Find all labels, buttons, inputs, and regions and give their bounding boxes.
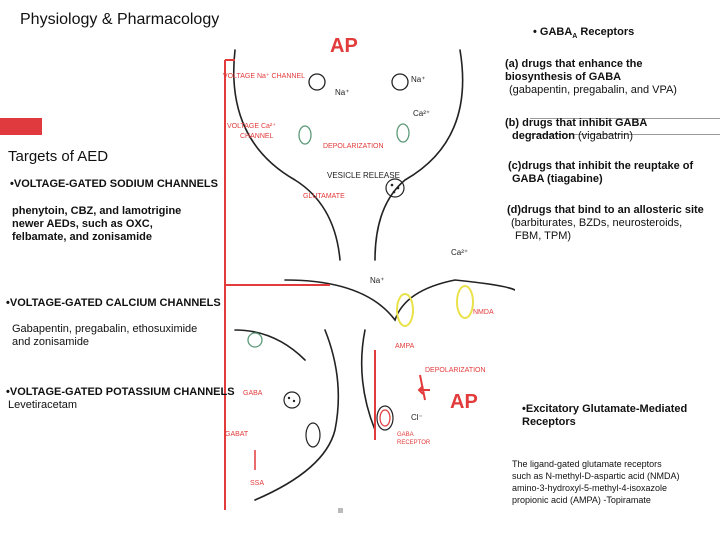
- calcium-drugs: Gabapentin, pregabalin, ethosuximide and…: [12, 323, 198, 348]
- potassium-heading: •VOLTAGE-GATED POTASSIUM CHANNELS: [6, 386, 235, 398]
- page-marker: [338, 508, 343, 513]
- ssa-label: SSA: [250, 480, 264, 487]
- gabat-label: GABAT: [225, 431, 249, 438]
- depolarization-bottom-label: DEPOLARIZATION: [425, 367, 486, 374]
- gaba-item-a: (a) drugs that enhance the biosynthesis …: [505, 58, 677, 96]
- ca-plus-label: Ca²⁺: [413, 109, 430, 118]
- gaba-a-receptor-label: GABA: [397, 432, 414, 438]
- glutamate-label: GLUTAMATE: [303, 193, 345, 200]
- na-post-label: Na⁺: [370, 276, 384, 285]
- glutamate-description: The ligand-gated glutamate receptors suc…: [512, 459, 680, 505]
- na-plus-label: Na⁺: [335, 88, 349, 97]
- vesicle-release-label: VESICLE RELEASE: [327, 171, 400, 180]
- presynaptic-membrane-right: [374, 49, 464, 261]
- na-channel-label: VOLTAGE Na⁺ CHANNEL: [223, 73, 305, 80]
- gaba-a-heading: • GABAA Receptors: [533, 26, 635, 41]
- ampa-label: AMPA: [395, 343, 415, 350]
- potassium-drugs: Levetiracetam: [8, 399, 78, 411]
- cl-minus-label: Cl⁻: [411, 413, 423, 422]
- divider-line: [530, 118, 720, 135]
- gaba-label: GABA: [243, 390, 263, 397]
- gaba-item-c: (c)drugs that inhibit the reuptake of GA…: [508, 160, 694, 185]
- na-plus-label-right: Na⁺: [411, 75, 425, 84]
- gaba-item-b: (b) drugs that inhibit GABA degradation …: [505, 117, 648, 142]
- page-title: Physiology & Pharmacology: [20, 11, 220, 28]
- ap-label-bottom: AP: [450, 391, 478, 413]
- ap-label-top: AP: [330, 35, 358, 57]
- calcium-heading: •VOLTAGE-GATED CALCIUM CHANNELS: [6, 297, 221, 309]
- ca-post-label: Ca²⁺: [451, 248, 468, 257]
- targets-heading: Targets of AED: [8, 148, 109, 165]
- depolarization-top-label: DEPOLARIZATION: [323, 143, 384, 150]
- gaba-item-d: (d)drugs that bind to an allosteric site…: [507, 204, 704, 242]
- nmda-label: NMDA: [473, 309, 494, 316]
- ca-channel-label: VOLTAGE Ca²⁺: [227, 123, 276, 130]
- synapse-diagram: AP AP VOLTAGE Na⁺ CHANNEL Na⁺ Na⁺ VOLTAG…: [223, 35, 515, 510]
- presynaptic-membrane-left: [233, 49, 341, 261]
- accent-bar: [0, 118, 42, 135]
- gaba-a-receptor-label-2: RECEPTOR: [397, 440, 431, 446]
- sodium-heading: •VOLTAGE-GATED SODIUM CHANNELS: [10, 178, 218, 190]
- glutamate-heading: •Excitatory Glutamate-Mediated Receptors: [522, 403, 688, 428]
- sodium-drugs: phenytoin, CBZ, and lamotrigine newer AE…: [12, 205, 182, 243]
- ca-channel-label-2: CHANNEL: [240, 133, 274, 140]
